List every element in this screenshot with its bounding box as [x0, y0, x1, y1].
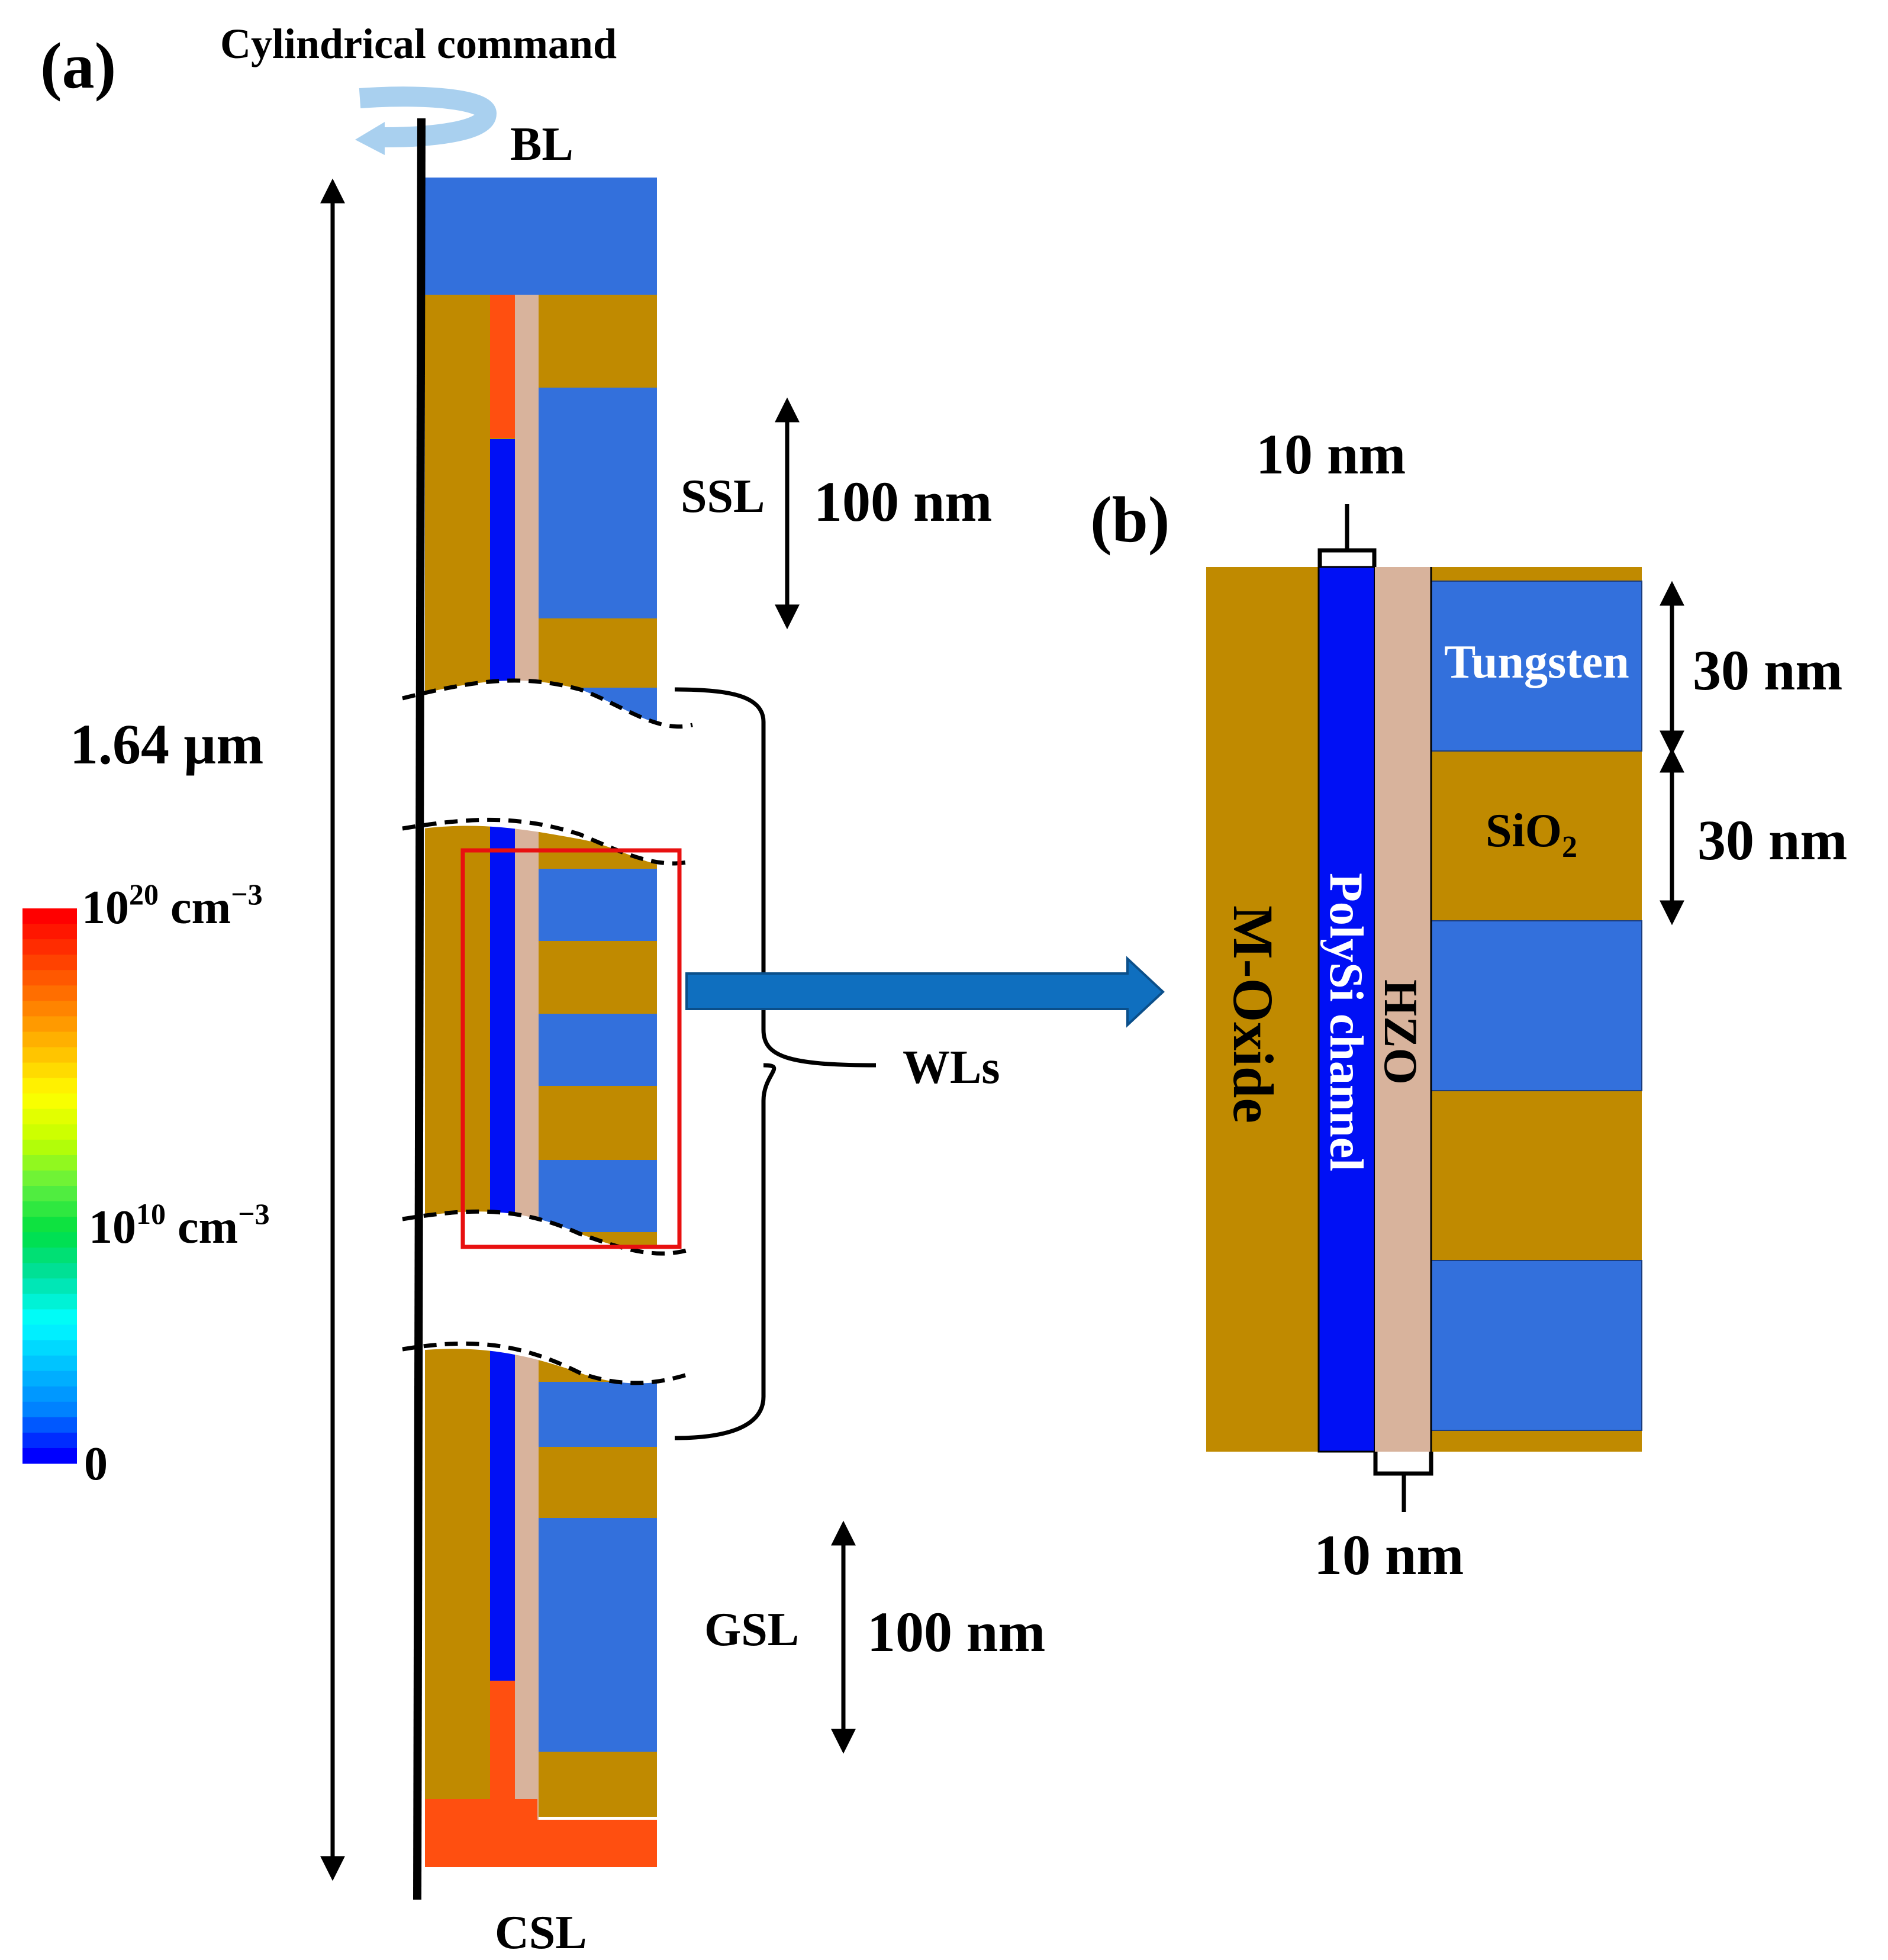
wl-label: WLs [903, 1042, 1000, 1094]
top-width-bracket [1317, 504, 1377, 567]
colorbar-step [22, 970, 77, 986]
rotation-arrow-icon [355, 86, 497, 155]
colorbar-step [22, 1432, 77, 1449]
colorbar-min-label: 0 [84, 1438, 108, 1490]
sio2-sub: 2 [1562, 830, 1577, 864]
colorbar-step [22, 1078, 77, 1094]
csl-label: CSL [495, 1907, 587, 1959]
ssl-label: SSL [681, 470, 765, 523]
colorbar-step [22, 1247, 77, 1263]
m-oxide-layer [1206, 567, 1319, 1452]
colorbar-step [22, 1263, 77, 1279]
colorbar-step [22, 985, 77, 1001]
colorbar-step [22, 1093, 77, 1110]
hzo-label: HZO [1374, 979, 1426, 1085]
bl-label: BL [510, 118, 574, 170]
colorbar-mid-unit-exp: −3 [238, 1197, 270, 1230]
colorbar-step [22, 955, 77, 971]
bottom-width-label: 10 nm [1314, 1523, 1464, 1587]
colorbar-step [22, 1201, 77, 1217]
total-height-label: 1.64 µm [70, 713, 263, 776]
colorbar-mid-label: 1010 cm−3 [89, 1197, 270, 1253]
colorbar-max-base: 10 [82, 882, 129, 934]
colorbar-max-label: 1020 cm−3 [82, 878, 263, 934]
colorbar-steps [22, 908, 77, 1464]
tungsten-height-label: 30 nm [1693, 639, 1842, 702]
colorbar-step [22, 1155, 77, 1171]
colorbar-step [22, 1217, 77, 1233]
top-width-label: 10 nm [1256, 423, 1406, 486]
colorbar-step [22, 1232, 77, 1248]
colorbar-step [22, 1139, 77, 1156]
colorbar-step [22, 1324, 77, 1341]
colorbar-step [22, 1186, 77, 1202]
bottom-width-bracket [1373, 1452, 1433, 1512]
colorbar-step [22, 1062, 77, 1079]
panel-a-label: (a) [40, 30, 116, 102]
tungsten-label: Tungsten [1444, 636, 1629, 688]
colorbar-step [22, 1170, 77, 1187]
colorbar-step [22, 1031, 77, 1047]
zoom-arrow-icon [685, 956, 1165, 1028]
colorbar-step [22, 1355, 77, 1372]
rotation-axis [413, 118, 426, 1900]
polysi-channel-layer [1317, 566, 1376, 1453]
colorbar-step [22, 1124, 77, 1140]
ssl-dimension: 100 nm [814, 470, 992, 533]
colorbar-max-unit-exp: −3 [231, 878, 263, 911]
colorbar-max-unit: cm [170, 882, 231, 934]
sio2-label: SiO2 [1486, 805, 1577, 864]
wl-brace [674, 687, 877, 1440]
sio2-height-label: 30 nm [1697, 808, 1847, 872]
channel-stack [402, 178, 694, 1867]
colorbar-step [22, 1294, 77, 1310]
panel-b-label: (b) [1090, 483, 1169, 556]
zoomed-cell [1206, 566, 1642, 1453]
colorbar-mid-base: 10 [89, 1201, 136, 1253]
rotation-caption: Cylindrical command [220, 20, 617, 67]
zoom-highlight-box [460, 848, 682, 1249]
gsl-dimension: 100 nm [867, 1600, 1045, 1664]
colorbar-step [22, 1417, 77, 1433]
m-oxide-label: M-Oxide [1222, 905, 1285, 1123]
colorbar-step [22, 1047, 77, 1063]
colorbar-step [22, 1016, 77, 1032]
tungsten-layer [1431, 581, 1642, 752]
colorbar-step [22, 924, 77, 940]
colorbar-step [22, 1371, 77, 1387]
colorbar-step [22, 1401, 77, 1418]
hzo-layer [1375, 567, 1431, 1452]
colorbar-step [22, 1001, 77, 1017]
gsl-label: GSL [704, 1604, 799, 1656]
colorbar-step [22, 908, 77, 924]
colorbar-step [22, 1386, 77, 1403]
channel-label: PolySi channel [1320, 873, 1372, 1172]
colorbar-step [22, 1309, 77, 1325]
colorbar-mid-exp: 10 [136, 1197, 166, 1230]
sio2-base: SiO [1486, 805, 1562, 857]
colorbar-mid-unit: cm [178, 1201, 238, 1253]
colorbar-step [22, 1340, 77, 1356]
colorbar [22, 908, 77, 1464]
colorbar-step [22, 1108, 77, 1125]
colorbar-max-exp: 20 [129, 878, 159, 911]
colorbar-step [22, 1278, 77, 1294]
colorbar-step [22, 1448, 77, 1464]
colorbar-step [22, 939, 77, 955]
